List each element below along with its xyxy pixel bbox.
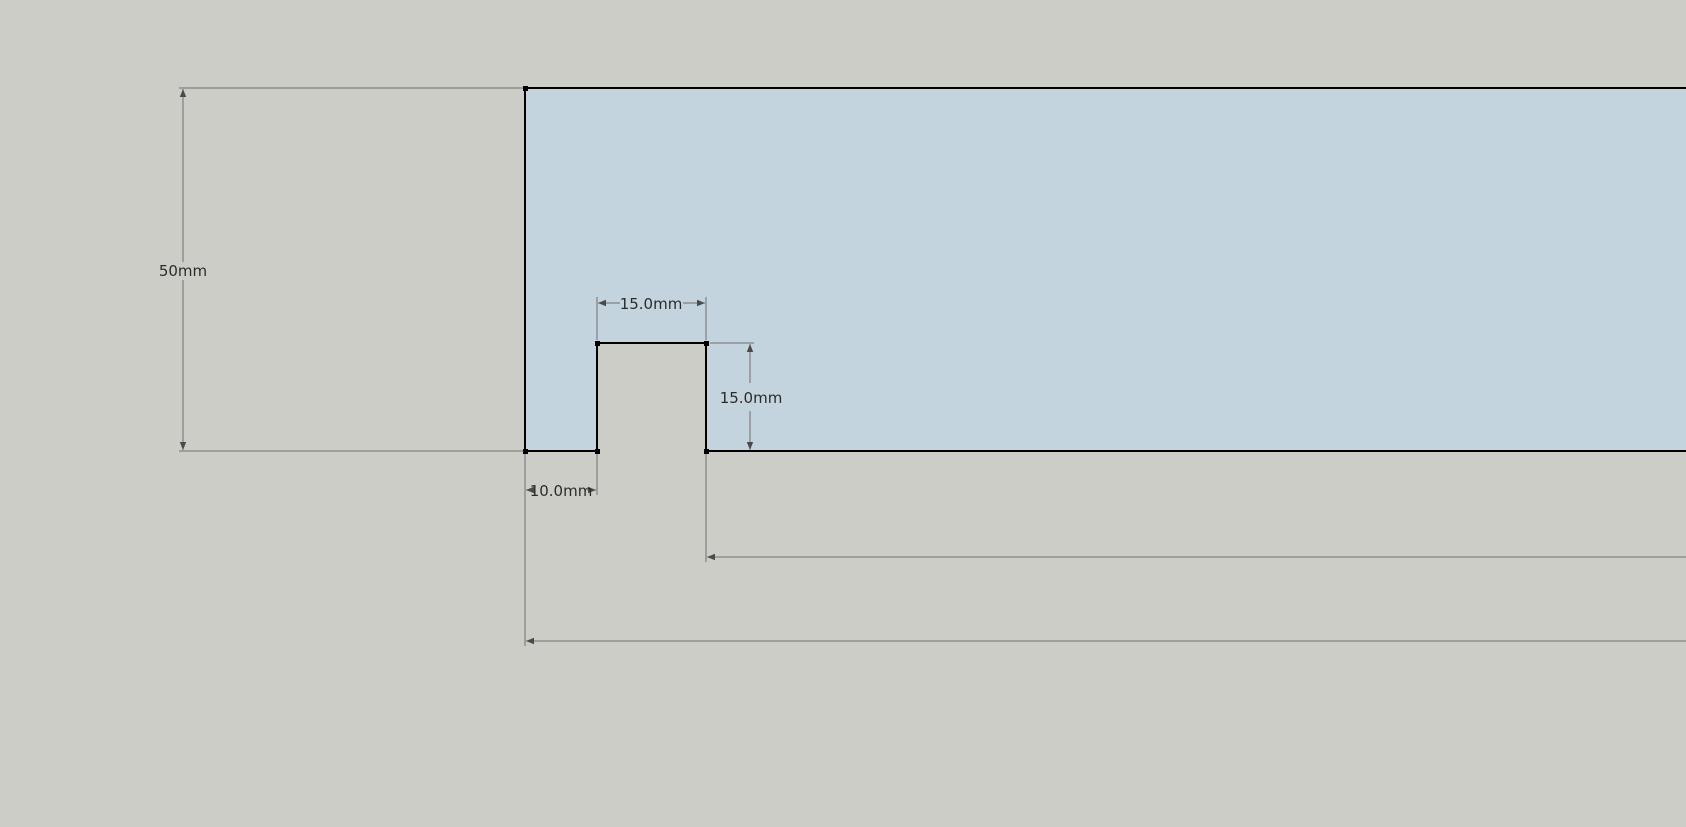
dimension-slot-offset[interactable] <box>526 454 598 495</box>
vertex-marker <box>704 449 709 454</box>
dimension-overall-length[interactable] <box>524 454 1686 646</box>
dimension-label-slot-width[interactable]: 15.0mm <box>620 295 683 313</box>
dimension-label-slot-offset[interactable]: 10.0mm <box>530 482 593 500</box>
dimension-slot-width[interactable] <box>596 297 707 340</box>
dimension-label-slot-depth[interactable]: 15.0mm <box>720 389 783 407</box>
dimension-label-height[interactable]: 50mm <box>159 262 207 280</box>
vertex-marker <box>595 341 600 346</box>
vertex-marker <box>523 86 528 91</box>
dimension-right-length[interactable] <box>705 454 1686 562</box>
vertex-marker <box>704 341 709 346</box>
vertex-marker <box>595 449 600 454</box>
profile-edges[interactable] <box>524 87 1686 452</box>
vertex-marker <box>523 449 528 454</box>
dimension-height[interactable] <box>179 87 523 452</box>
dimension-slot-depth[interactable] <box>710 342 754 450</box>
vertex-markers <box>523 86 709 454</box>
profile-face[interactable] <box>525 88 1686 451</box>
